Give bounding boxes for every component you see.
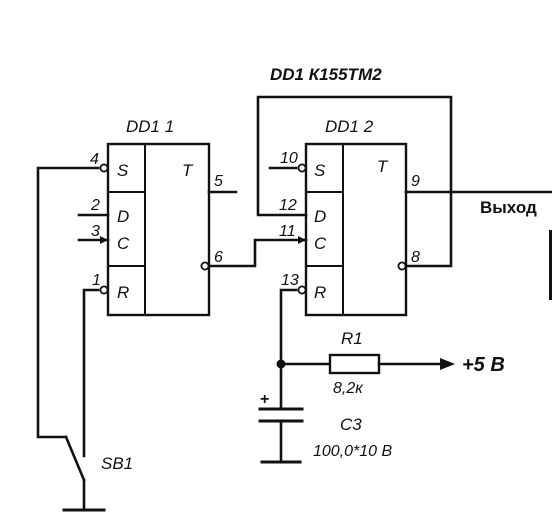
chip1-pin-r: R	[117, 283, 129, 302]
chip1-nq-inverter-bubble	[200, 261, 210, 271]
wire-chip1-nq-to-chip2-c	[207, 238, 308, 268]
capacitor-name: C3	[340, 415, 362, 434]
chip2-nq-inverter-bubble	[397, 261, 407, 271]
chip1-pin-wires	[77, 190, 238, 244]
chip2-pin-s: S	[314, 161, 326, 180]
wire-r2-to-rc-node	[279, 288, 298, 366]
chip2-pinnum-c: 11	[279, 223, 296, 240]
chip1-name: DD1 1	[126, 117, 174, 136]
chip1-pinnum-r: 1	[92, 272, 101, 289]
chip1-pinnum-s: 4	[90, 151, 99, 168]
chip2-r-inverter-bubble	[297, 285, 307, 295]
chip1-function-label: T	[182, 161, 194, 180]
chip2-s-inverter-bubble	[297, 163, 307, 173]
wire-s1-to-switch	[36, 166, 100, 439]
chip2-pin-d: D	[314, 207, 326, 226]
chip1-pin-d: D	[117, 207, 129, 226]
chip2-pinnum-s: 10	[280, 150, 298, 167]
chip2-pin-r: R	[314, 283, 326, 302]
output-connector-edge	[549, 230, 552, 300]
chip1-s-inverter-bubble	[99, 163, 109, 173]
chip1-pinnum-q: 5	[214, 173, 223, 190]
chip1-pinnum-d: 2	[90, 197, 100, 214]
chip2-function-label: T	[377, 157, 389, 176]
resistor-name: R1	[341, 329, 363, 348]
chip2-pin-c: C	[314, 234, 327, 253]
chip1-r-inverter-bubble	[99, 285, 109, 295]
wire-r1-to-switch	[82, 288, 100, 458]
chip1-pin-c: C	[117, 234, 130, 253]
switch-name: SB1	[101, 454, 133, 473]
resistor-value: 8,2к	[333, 380, 364, 397]
chip2-pinnum-d: 12	[279, 197, 297, 214]
wire-feedback-nq-to-d	[256, 95, 453, 268]
supply-label: +5 В	[462, 354, 505, 376]
chip2-body	[304, 142, 408, 317]
chip2-c-clock-arrow	[298, 236, 306, 244]
chip1-pinnum-nq: 6	[214, 249, 223, 266]
supply-arrow-icon	[440, 358, 455, 370]
chip1-pinnum-c: 3	[91, 223, 100, 240]
switch-sb1	[62, 435, 106, 512]
chip1-body	[106, 142, 211, 317]
chip2-name: DD1 2	[325, 117, 374, 136]
resistor-r1	[328, 353, 381, 375]
capacitor-polarity: +	[260, 391, 269, 408]
chip2-pinnum-r: 13	[281, 272, 299, 289]
diagram-title: DD1 К155ТМ2	[270, 65, 382, 84]
chip1-pin-s: S	[117, 161, 129, 180]
output-label: Выход	[480, 198, 537, 217]
chip2-pinnum-nq: 8	[411, 249, 420, 266]
capacitor-value: 100,0*10 В	[313, 443, 393, 460]
chip2-pinnum-q: 9	[411, 173, 420, 190]
